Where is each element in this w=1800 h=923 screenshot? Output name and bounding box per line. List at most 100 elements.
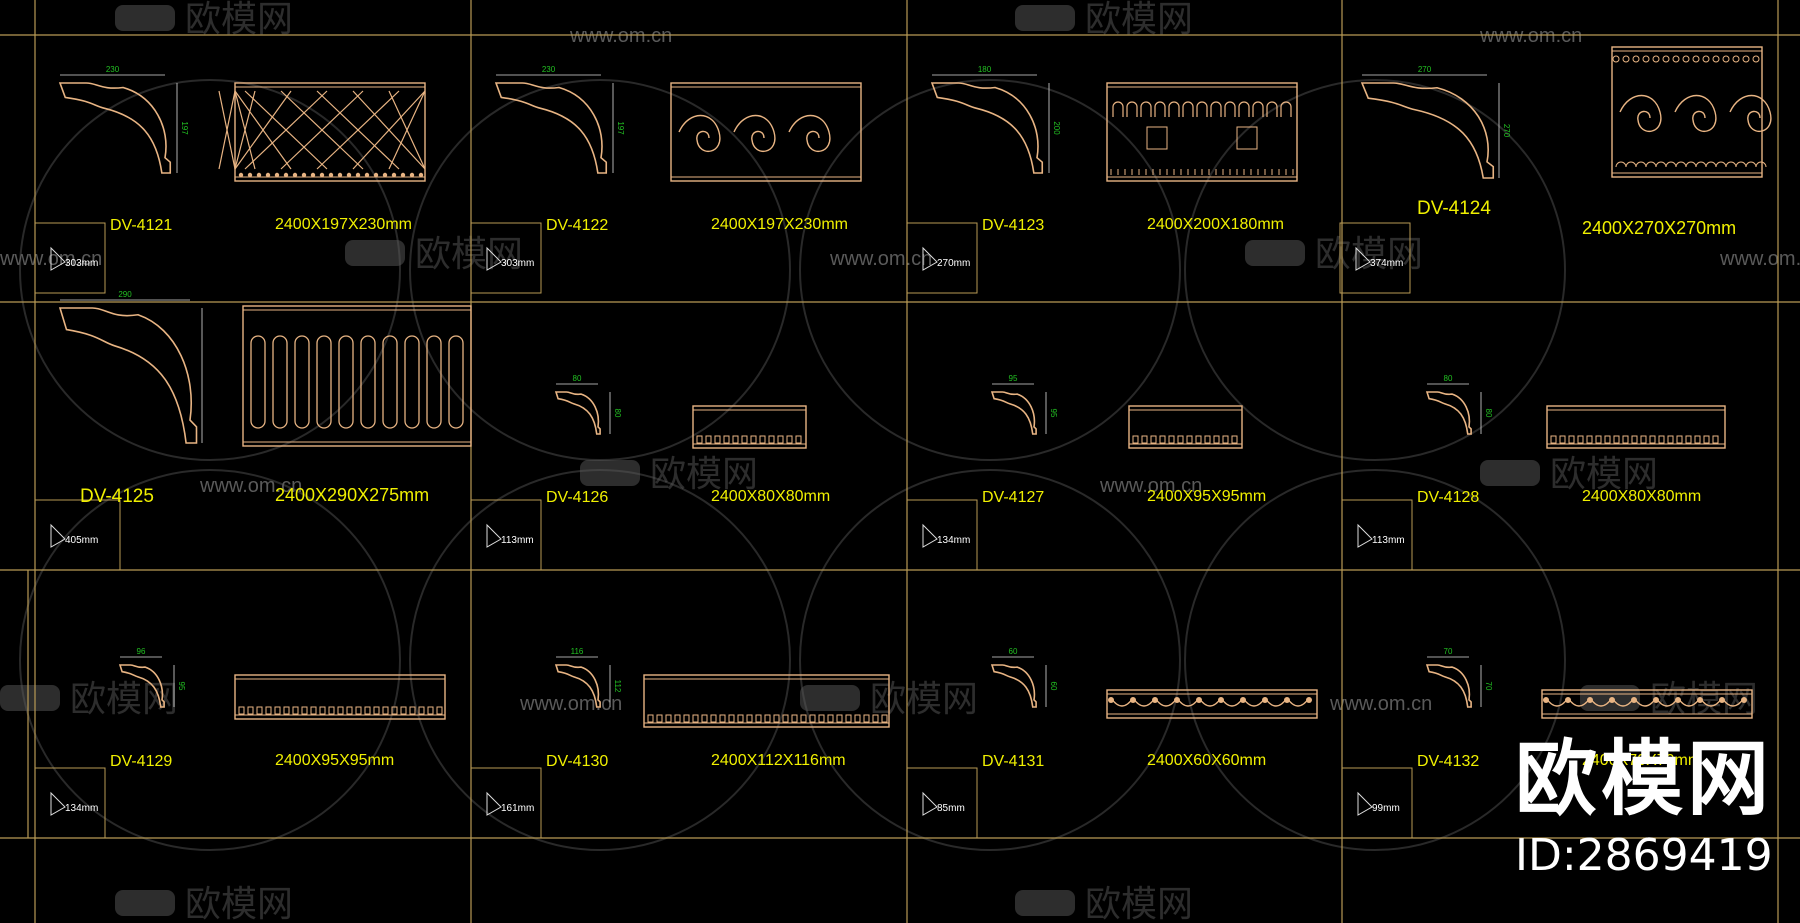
dentil	[737, 714, 744, 723]
watermark-logo-icon	[580, 460, 640, 486]
dentil	[238, 706, 245, 715]
bead	[1722, 55, 1730, 63]
dentil	[777, 435, 784, 444]
molding-front-view	[242, 305, 472, 447]
rosette	[1565, 697, 1571, 703]
scroll-ornament	[733, 115, 776, 153]
watermark-circle	[1184, 79, 1566, 461]
egg-dart	[1625, 161, 1637, 168]
rosette	[1543, 697, 1549, 703]
dentil	[881, 714, 888, 723]
swag	[1286, 697, 1310, 707]
rosette	[1108, 697, 1114, 703]
bead	[1682, 55, 1690, 63]
watermark-stamp: 欧模网	[345, 233, 523, 274]
dentil	[418, 706, 425, 715]
watermark-site: www.om.cn	[199, 475, 302, 497]
dentil	[409, 706, 416, 715]
dentil	[1550, 435, 1557, 444]
watermark-site: www.om.cn	[829, 248, 932, 270]
egg-dart	[1755, 161, 1767, 168]
dimension-height: 197	[616, 121, 625, 135]
rosette	[1719, 697, 1725, 703]
molding-profile	[1425, 391, 1472, 435]
molding-front-view	[234, 82, 426, 182]
dentil	[786, 435, 793, 444]
bead	[283, 172, 289, 178]
egg-dart	[1665, 161, 1677, 168]
dentil	[701, 714, 708, 723]
dentil	[741, 435, 748, 444]
dimension-width: 80	[573, 374, 582, 383]
dentil	[400, 706, 407, 715]
flute	[382, 335, 398, 429]
dentil	[1640, 435, 1647, 444]
area-label: 99mm	[1372, 803, 1400, 814]
watermark-logo-icon	[800, 685, 860, 711]
watermark-site: www.om.cn	[1099, 475, 1202, 497]
bead	[1622, 55, 1630, 63]
dentil	[836, 714, 843, 723]
section-icon	[486, 246, 502, 271]
rosette	[1675, 697, 1681, 703]
corner-watermark: 欧模网 ID:2869419	[1515, 735, 1773, 881]
rosette	[1174, 697, 1180, 703]
watermark-brand: 欧模网	[415, 233, 523, 274]
dentil	[1676, 435, 1683, 444]
watermark-circle	[799, 469, 1181, 851]
product-code: DV-4121	[110, 217, 172, 234]
dentil	[1604, 435, 1611, 444]
arch	[1182, 101, 1194, 117]
rosette	[1152, 697, 1158, 703]
lattice-line	[218, 90, 236, 170]
scroll-ornament	[1674, 95, 1717, 133]
molding-front-view	[1541, 689, 1753, 719]
flute	[426, 335, 442, 429]
bead	[400, 172, 406, 178]
dentil	[782, 714, 789, 723]
bead	[382, 172, 388, 178]
dentil	[1141, 435, 1148, 444]
lattice-line	[234, 90, 292, 170]
dentil	[1586, 435, 1593, 444]
dentil	[1132, 435, 1139, 444]
watermark-brand: 欧模网	[70, 678, 178, 719]
corner-brand: 欧模网	[1515, 732, 1774, 827]
product-code: DV-4126	[546, 489, 608, 506]
product-size: 2400X290X275mm	[275, 485, 429, 505]
dentil	[827, 714, 834, 723]
watermark-brand: 欧模网	[1085, 0, 1193, 39]
lattice-line	[352, 90, 426, 170]
dentil	[791, 714, 798, 723]
dentil	[355, 706, 362, 715]
area-box	[1339, 222, 1411, 294]
molding-profile	[990, 664, 1037, 708]
egg-dart	[1645, 161, 1657, 168]
rosette	[1284, 697, 1290, 703]
watermark-logo-icon	[1245, 240, 1305, 266]
bead	[238, 172, 244, 178]
dimension-height: 270	[1502, 124, 1511, 138]
watermark-site: www.om.cn	[1719, 248, 1800, 270]
molding-front-view	[670, 82, 862, 182]
watermark-logo-icon	[0, 685, 60, 711]
dentil	[301, 706, 308, 715]
area-label: 134mm	[65, 803, 98, 814]
product-size: 2400X95X95mm	[275, 752, 394, 769]
dentil	[247, 706, 254, 715]
dentil	[845, 714, 852, 723]
bead	[319, 172, 325, 178]
area-box	[470, 767, 542, 839]
watermark-brand: 欧模网	[1315, 233, 1423, 274]
watermark-stamp: 欧模网	[0, 678, 178, 719]
watermark-stamp: 欧模网	[1580, 678, 1758, 719]
product-size: 2400X95X95mm	[1147, 488, 1266, 505]
molding-profile	[58, 82, 172, 174]
dimension-width: 70	[1444, 647, 1453, 656]
bead	[292, 172, 298, 178]
lattice-line	[316, 90, 400, 170]
